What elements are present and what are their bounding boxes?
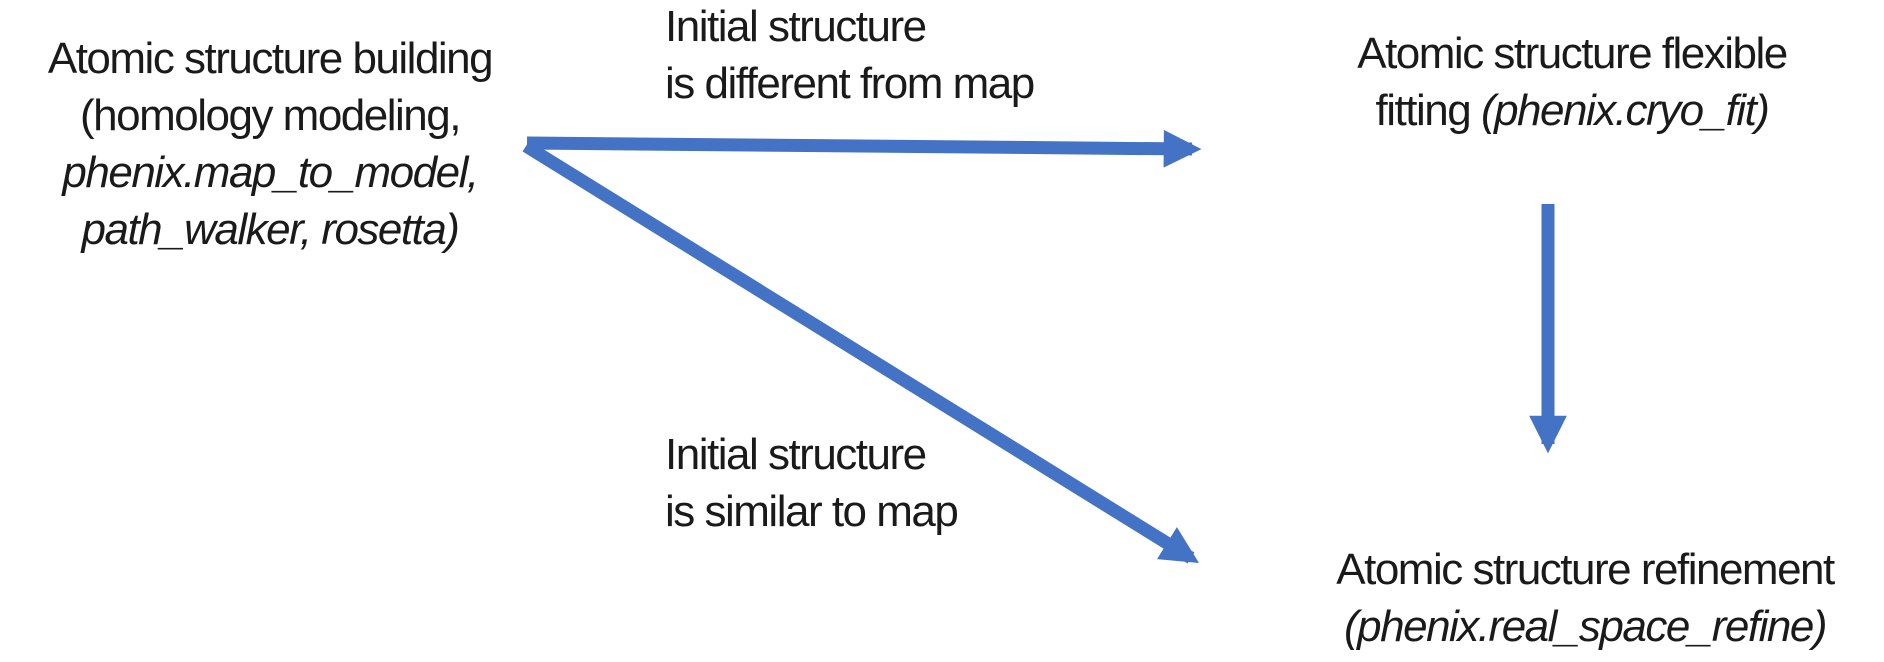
- edge-label-different-line-1: Initial structure: [665, 2, 927, 51]
- node-fitting-line-2-program: (phenix.cryo_fit): [1480, 86, 1770, 135]
- arrow-building-to-refinement: [522, 140, 1200, 564]
- edge-label-similar-to-map: Initial structure is similar to map: [665, 426, 959, 540]
- node-building-line-1: Atomic structure building: [47, 34, 494, 83]
- node-atomic-structure-building: Atomic structure building (homology mode…: [0, 30, 540, 258]
- node-refinement-line-2-program: (phenix.real_space_refine): [1344, 602, 1827, 651]
- node-building-line-3: phenix.map_to_model,: [62, 148, 479, 197]
- edge-label-similar-line-2: is similar to map: [665, 487, 959, 536]
- edge-label-different-line-2: is different from map: [665, 59, 1035, 108]
- node-fitting-line-2-prefix: fitting: [1375, 86, 1481, 135]
- edge-label-similar-line-1: Initial structure: [665, 430, 927, 479]
- node-fitting-line-1: Atomic structure flexible: [1357, 29, 1788, 78]
- edge-label-different-from-map: Initial structure is different from map: [665, 0, 1035, 112]
- node-refinement-line-1: Atomic structure refinement: [1336, 545, 1835, 594]
- arrow-building-to-fitting: [526, 129, 1202, 168]
- node-refinement-line-2: (phenix.real_space_refine): [1265, 598, 1884, 655]
- node-fitting-line-2: fitting (phenix.cryo_fit): [1302, 82, 1842, 139]
- node-building-line-4: path_walker, rosetta): [81, 205, 460, 254]
- node-atomic-structure-refinement: Atomic structure refinement (phenix.real…: [1265, 541, 1884, 655]
- node-building-line-2: (homology modeling,: [80, 91, 461, 140]
- node-atomic-structure-flexible-fitting: Atomic structure flexible fitting (pheni…: [1302, 25, 1842, 139]
